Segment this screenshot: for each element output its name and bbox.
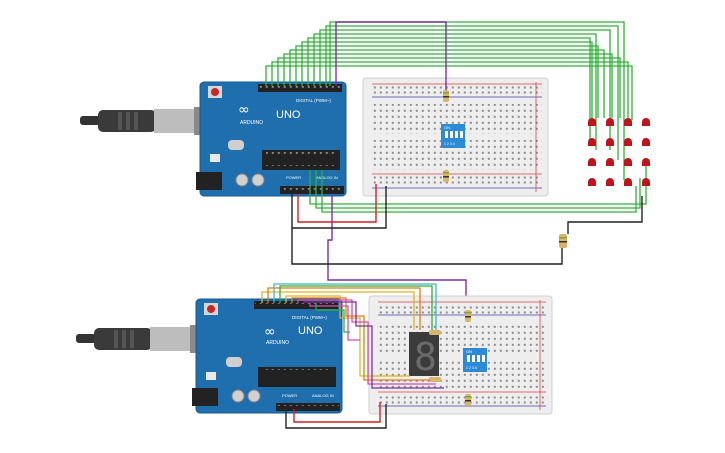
- led[interactable]: [606, 118, 614, 126]
- usb-cable-bottom[interactable]: [76, 325, 204, 353]
- led[interactable]: [588, 158, 596, 166]
- power-header-label: POWER: [282, 393, 297, 398]
- resistor-segment-array[interactable]: [429, 330, 441, 382]
- red-wire-top: [297, 184, 377, 223]
- arduino-logo-label: ARDUINO: [266, 340, 289, 346]
- led[interactable]: [642, 158, 650, 166]
- red-wire-bottom: [293, 402, 381, 423]
- led[interactable]: [624, 118, 632, 126]
- dip-on-label: ON: [466, 349, 472, 354]
- green-wires-top: [265, 21, 647, 213]
- uno-label: UNO: [276, 109, 301, 121]
- arduino-uno-top[interactable]: DIGITAL (PWM~) ∞ ARDUINO UNO POWER ANALO…: [196, 81, 347, 197]
- dip-switch-top[interactable]: ON 1 2 3 4: [441, 124, 465, 148]
- led[interactable]: [624, 178, 632, 186]
- infinity-logo-icon: ∞: [264, 324, 276, 340]
- colored-wires-bottom: [261, 283, 444, 389]
- black-wire-bottom: [285, 404, 387, 429]
- analog-header-label: ANALOG IN: [316, 175, 338, 180]
- seven-segment-display[interactable]: 8: [409, 332, 439, 379]
- black-wire-ground: [291, 228, 563, 265]
- segment-digit: 8: [414, 335, 437, 379]
- led[interactable]: [624, 138, 632, 146]
- resistor-ground[interactable]: [559, 234, 567, 248]
- dip-on-label: ON: [444, 125, 450, 130]
- dip-numbers-label: 1 2 3 4: [466, 366, 477, 370]
- breadboard-bottom[interactable]: [368, 295, 553, 415]
- resistor-top-upper[interactable]: [443, 90, 449, 102]
- power-header-label: POWER: [286, 175, 301, 180]
- infinity-logo-icon: ∞: [238, 102, 250, 118]
- led[interactable]: [606, 158, 614, 166]
- led[interactable]: [588, 118, 596, 126]
- dip-numbers-label: 1 2 3 4: [444, 142, 455, 146]
- resistor-top-lower[interactable]: [443, 170, 449, 182]
- led[interactable]: [606, 138, 614, 146]
- led[interactable]: [624, 158, 632, 166]
- uno-label: UNO: [298, 325, 323, 337]
- led[interactable]: [588, 178, 596, 186]
- dip-switch-bottom[interactable]: ON 1 2 3 4: [463, 348, 487, 372]
- analog-header-label: ANALOG IN: [312, 393, 334, 398]
- digital-header-label: DIGITAL (PWM~): [296, 98, 331, 103]
- resistor-bottom-upper[interactable]: [465, 310, 471, 322]
- led[interactable]: [642, 138, 650, 146]
- led[interactable]: [606, 178, 614, 186]
- digital-header-label: DIGITAL (PWM~): [292, 315, 327, 320]
- resistor-bottom-lower[interactable]: [465, 394, 471, 406]
- led[interactable]: [588, 138, 596, 146]
- led-matrix[interactable]: [588, 118, 650, 186]
- led[interactable]: [642, 178, 650, 186]
- arduino-logo-label: ARDUINO: [240, 120, 263, 126]
- arduino-uno-bottom[interactable]: DIGITAL (PWM~) ∞ ARDUINO UNO POWER ANALO…: [192, 298, 343, 414]
- black-wire-led: [567, 196, 643, 234]
- black-wire-top: [291, 186, 387, 229]
- purple-wire-top: [335, 21, 447, 90]
- led[interactable]: [642, 118, 650, 126]
- usb-cable-top[interactable]: [80, 107, 208, 135]
- purple-wire-link: [327, 196, 467, 312]
